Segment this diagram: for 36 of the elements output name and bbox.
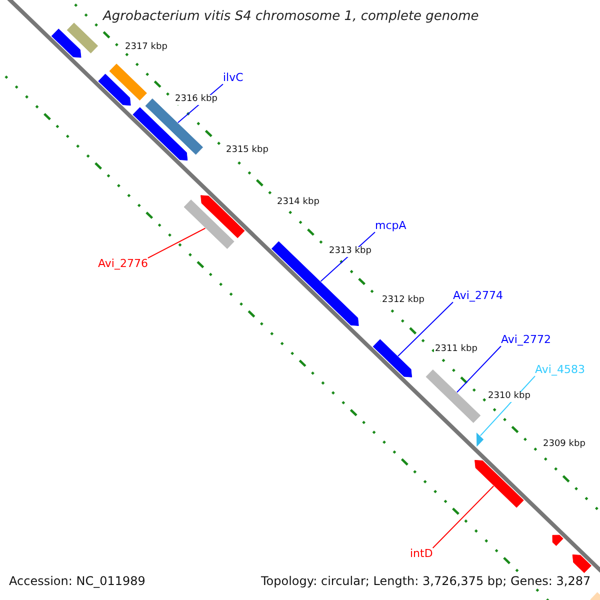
leader-line [456, 346, 502, 393]
scale-label: 2311 kbp [434, 345, 478, 355]
gene-feature [426, 369, 481, 423]
gene-feature [552, 534, 564, 546]
gene-triangle [476, 432, 484, 447]
gene-label: intD [410, 548, 433, 560]
gene-label: ilvC [223, 72, 244, 84]
scale-label: 2315 kbp [225, 146, 270, 156]
gene-feature [51, 28, 82, 58]
gene-feature [372, 339, 412, 378]
gene-label: Avi_4583 [535, 364, 585, 376]
title: Agrobacterium vitis S4 chromosome 1, complete genome [103, 10, 479, 24]
accession-text: Accession: NC_011989 [8, 575, 146, 588]
gene-label: Avi_2776 [98, 258, 148, 270]
gene-feature [474, 460, 524, 508]
scale-label: 2309 kbp [542, 440, 586, 450]
leader-line [398, 302, 454, 357]
gene-label: mcpA [375, 220, 406, 232]
topology-text: Topology: circular; Length: 3,726,375 bp; Genes: 3,287 [260, 575, 592, 588]
scale-label: 2314 kbp [276, 198, 320, 208]
scale-label: 2317 kbp [124, 43, 168, 53]
leader-line [147, 228, 206, 258]
scale-label: 2313 kbp [328, 247, 372, 257]
gene-feature [66, 22, 98, 54]
gene-label: Avi_2774 [453, 290, 503, 302]
gene-feature [184, 200, 234, 249]
gene-feature [590, 592, 600, 600]
gene-feature [132, 107, 188, 161]
scale-label: 2310 kbp [487, 392, 532, 402]
gene-feature [109, 64, 147, 101]
scale-label: 2312 kbp [381, 296, 426, 306]
gene-label: Avi_2772 [501, 334, 551, 346]
gene-feature [200, 195, 245, 238]
leader-line [432, 486, 494, 548]
scale-label: 2316 kbp [174, 95, 218, 105]
gene-feature [98, 74, 131, 106]
